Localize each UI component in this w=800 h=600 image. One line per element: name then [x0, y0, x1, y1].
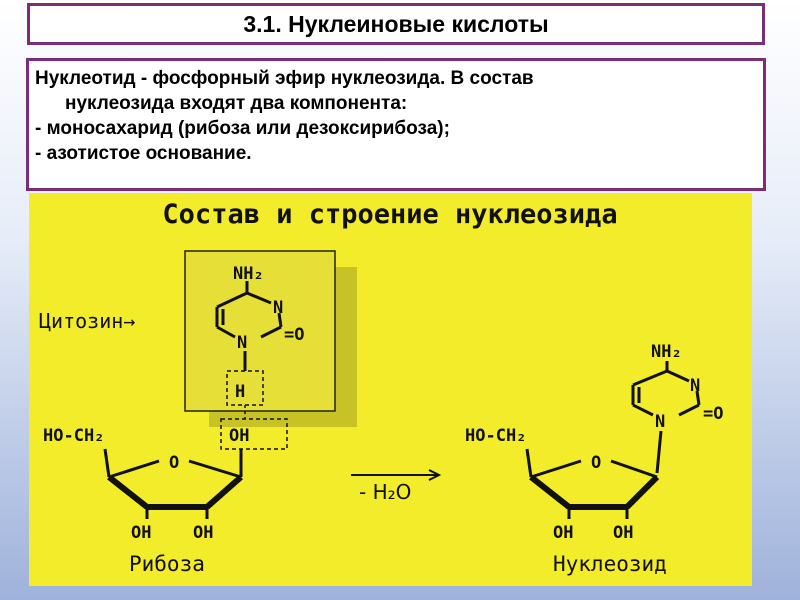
- ribose-ring-right: [525, 448, 660, 519]
- slide-title: 3.1. Нуклеиновые кислоты: [243, 10, 549, 37]
- carbonyl-left: =O: [284, 325, 304, 345]
- slide-title-box: 3.1. Нуклеиновые кислоты: [27, 3, 765, 45]
- ring-oxygen-right: O: [591, 453, 601, 473]
- ribose-oh-3-left: OH: [193, 523, 213, 543]
- cytosine-label: Цитозин→: [39, 309, 135, 333]
- nh2-label-right: NH₂: [651, 342, 682, 362]
- nh2-label-left: NH₂: [233, 264, 264, 284]
- ho-ch2-right: HO-CH₂: [465, 426, 526, 446]
- nucleoside-diagram: Состав и строение нуклеозида Цитозин→ NH…: [29, 193, 752, 586]
- bullet-monosaccharide: - моносахарид (рибоза или дезоксирибоза)…: [35, 118, 450, 139]
- diagram-heading: Состав и строение нуклеозида: [162, 199, 617, 230]
- nucleoside-label: Нуклеозид: [553, 552, 667, 576]
- hydroxyl-dashed-box: [220, 418, 288, 450]
- ring-n-lower-right: N: [655, 412, 665, 432]
- hydrogen-label: H: [235, 382, 245, 402]
- ring-n-lower-left: N: [237, 333, 247, 353]
- water-elimination-label: - H₂O: [359, 480, 411, 504]
- ribose-oh-3-right: OH: [613, 523, 633, 543]
- cytosine-structure-right: [631, 361, 701, 474]
- ribose-ring-left: [103, 448, 243, 519]
- cytosine-structure-left: [215, 281, 283, 339]
- cytosine-box: [184, 250, 336, 412]
- intro-line-2: нуклеозида входят два компонента:: [65, 93, 408, 114]
- definition-box: Нуклеотид - фосфорный эфир нуклеозида. В…: [26, 58, 766, 191]
- carbonyl-right: =O: [703, 404, 723, 424]
- ribose-label: Рибоза: [129, 552, 205, 576]
- ring-oxygen-left: O: [169, 453, 179, 473]
- ring-n-upper-left: N: [273, 298, 283, 318]
- ribose-oh-2-left: OH: [131, 523, 151, 543]
- hydroxyl-label: OH: [229, 426, 249, 446]
- intro-line-1: Нуклеотид - фосфорный эфир нуклеозида. В…: [35, 68, 534, 89]
- ho-ch2-left: HO-CH₂: [43, 426, 104, 446]
- bullet-nitrogen-base: - азотистое основание.: [35, 143, 252, 164]
- ring-n-upper-right: N: [690, 376, 700, 396]
- reaction-arrow: [351, 469, 442, 481]
- ribose-oh-2-right: OH: [553, 523, 573, 543]
